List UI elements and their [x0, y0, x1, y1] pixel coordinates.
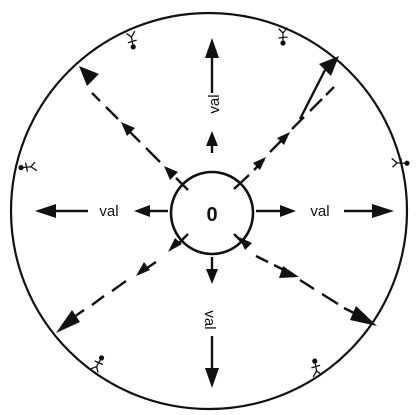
ray-west-label: val: [99, 203, 118, 220]
figure-top-left: [127, 31, 138, 50]
ray-north: val: [205, 38, 223, 153]
ray-south-label: val: [201, 310, 218, 329]
ray-north-label: val: [206, 94, 223, 113]
ray-east: val: [256, 203, 394, 220]
figure-top-right: [279, 28, 287, 46]
center-label: 0: [206, 204, 217, 226]
ray-east-label: val: [310, 203, 329, 220]
ray-southeast: [234, 234, 377, 326]
ray-west: val: [35, 203, 168, 220]
ray-northeast: [234, 56, 339, 189]
ray-northwest: [79, 66, 188, 190]
figure-bottom-right: [310, 358, 321, 377]
figure-left: [18, 162, 36, 172]
ray-southwest: [56, 234, 188, 333]
ray-south: val: [201, 257, 219, 388]
